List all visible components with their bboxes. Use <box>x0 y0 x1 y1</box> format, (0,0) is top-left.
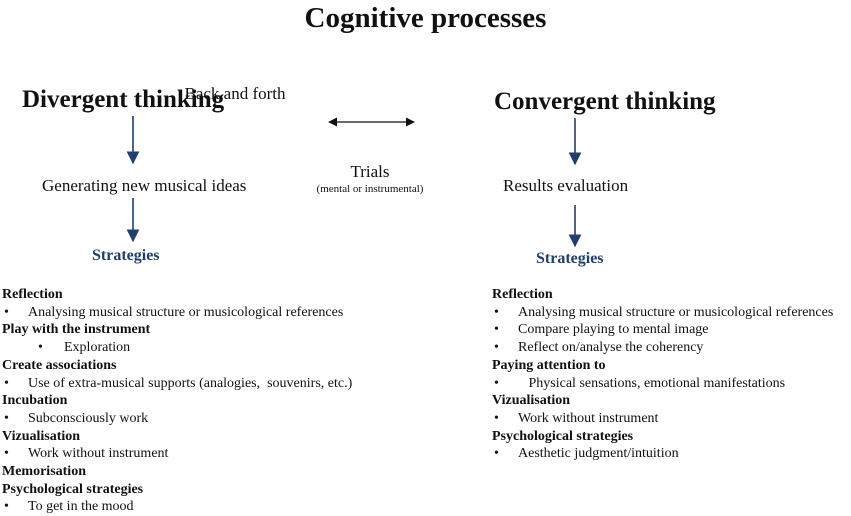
list-item-text: Use of extra-musical supports (analogies… <box>28 375 353 391</box>
list-item: • Use of extra-musical supports (analogie… <box>2 375 352 393</box>
list-item: • Analysing musical structure or musicolo… <box>2 304 352 322</box>
bullet-icon: • <box>38 340 43 356</box>
diagram-title: Cognitive processes <box>304 2 547 34</box>
list-section-heading: Incubation <box>2 393 68 409</box>
list-item: • Compare playing to mental image <box>492 321 833 339</box>
list-section-heading: Paying attention to <box>492 357 606 373</box>
list-item-text: Analysing musical structure or musicolog… <box>518 304 834 320</box>
list-item: • Exploration <box>2 339 352 357</box>
list-item: • To get in the mood <box>2 498 352 516</box>
bullet-icon: • <box>494 340 499 356</box>
list-item: • Work without instrument <box>2 445 352 463</box>
divergent-strategy-list: Reflection • Analysing musical structure o… <box>2 286 352 516</box>
bullet-icon: • <box>494 304 499 320</box>
list-item-text: Work without instrument <box>28 446 169 462</box>
list-item-text: Compare playing to mental image <box>518 322 709 338</box>
list-section-heading: Psychological strategies <box>2 481 144 497</box>
list-section-heading: Play with the instrument <box>2 322 151 338</box>
bullet-icon: • <box>4 304 9 320</box>
list-item-text: Exploration <box>64 340 131 356</box>
bullet-icon: • <box>494 322 499 338</box>
list-item-text: Analysing musical structure or musicolog… <box>28 304 344 320</box>
convergent-heading: Convergent thinking <box>494 88 716 115</box>
bullet-icon: • <box>4 410 9 426</box>
list-section-heading: Vizualisation <box>492 393 571 409</box>
list-section-heading: Create associations <box>2 357 117 373</box>
list-item: • Work without instrument <box>492 410 833 428</box>
list-section-heading: Reflection <box>2 287 63 302</box>
bullet-icon: • <box>494 375 499 391</box>
divergent-step: Generating new musical ideas <box>42 176 247 195</box>
list-item: • Aesthetic judgment/intuition <box>492 445 833 463</box>
list-item-text: Work without instrument <box>518 410 659 426</box>
list-section-heading: Memorisation <box>2 464 86 480</box>
list-item-text: Reflect on/analyse the coherency <box>518 340 704 356</box>
divergent-heading: Divergent thinking <box>22 86 225 113</box>
bullet-icon: • <box>494 446 499 462</box>
list-item: • Physical sensations, emotional manifes… <box>492 375 833 393</box>
list-item-text: Subconsciously work <box>28 410 149 426</box>
convergent-strategy-list: Reflection • Analysing musical structure o… <box>492 286 833 463</box>
list-item-text: Aesthetic judgment/intuition <box>518 446 679 462</box>
list-item-text: To get in the mood <box>28 499 134 515</box>
list-item: • Subconsciously work <box>2 410 352 428</box>
list-item: • Reflect on/analyse the coherency <box>492 339 833 357</box>
bullet-icon: • <box>494 410 499 426</box>
list-section-heading: Vizualisation <box>2 428 81 444</box>
bullet-icon: • <box>4 499 9 515</box>
list-item-text: Physical sensations, emotional manifesta… <box>518 375 786 391</box>
list-section-heading: Reflection <box>492 287 553 302</box>
convergent-strategies-label: Strategies <box>536 250 604 267</box>
bullet-icon: • <box>4 446 9 462</box>
back-and-forth-label: Back and forth <box>184 84 286 103</box>
list-item: • Analysing musical structure or musicolo… <box>492 304 833 322</box>
trials-note: (mental or instrumental) <box>316 183 424 195</box>
convergent-step: Results evaluation <box>503 176 629 195</box>
divergent-strategies-label: Strategies <box>92 247 160 264</box>
list-section-heading: Psychological strategies <box>492 428 634 444</box>
trials-label: Trials <box>350 162 390 181</box>
bullet-icon: • <box>4 375 9 391</box>
